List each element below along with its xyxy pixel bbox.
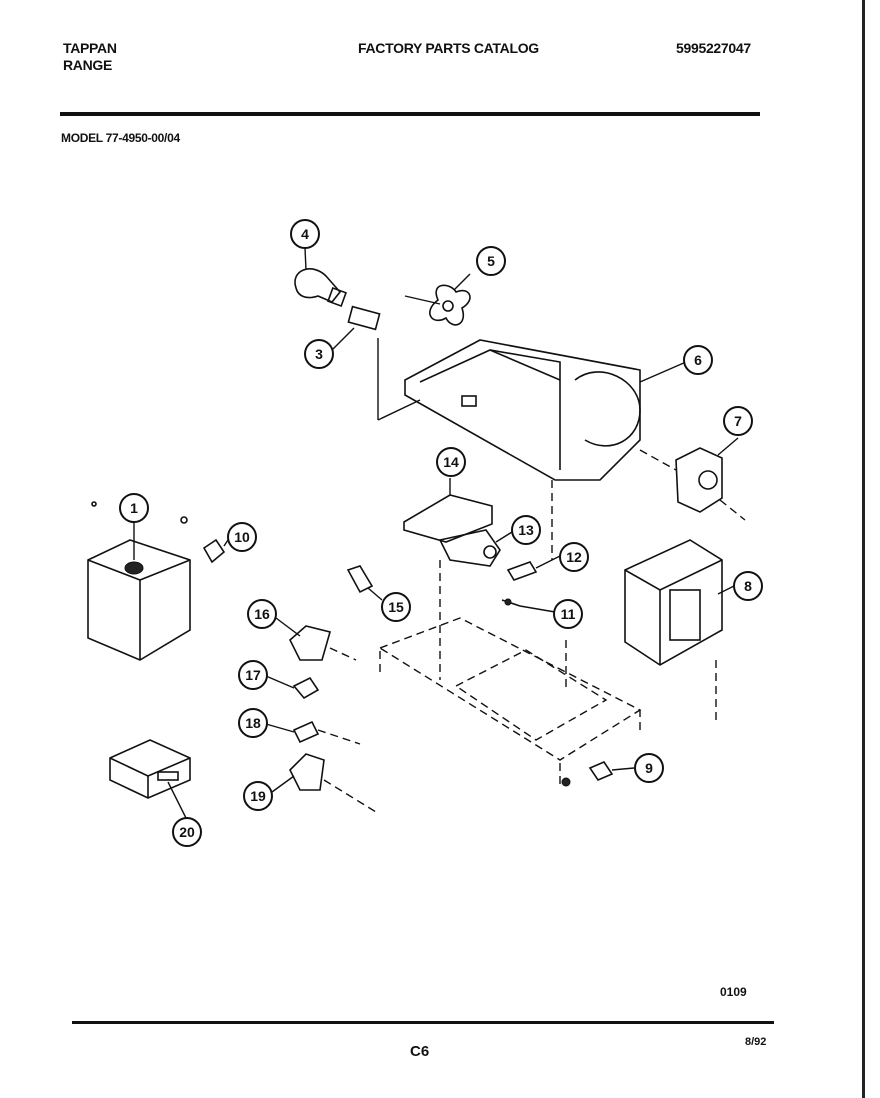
callout-15-label: 15 <box>388 599 404 615</box>
callout-14: 14 <box>436 447 466 477</box>
part-8-transformer <box>624 539 735 720</box>
part-3-socket <box>331 305 421 421</box>
callout-3: 3 <box>304 339 334 369</box>
callout-13: 13 <box>511 515 541 545</box>
callout-16-label: 16 <box>254 606 270 622</box>
header-rule <box>60 112 760 116</box>
callout-11: 11 <box>553 599 583 629</box>
callout-10-label: 10 <box>234 529 250 545</box>
part-19-switch <box>271 753 377 813</box>
catalog-date: 8/92 <box>745 1036 767 1048</box>
part-12-diode <box>506 555 561 581</box>
footer-rule <box>72 1021 774 1024</box>
part-1-magnetron <box>87 501 191 661</box>
part-10-thermal-clip <box>202 538 229 564</box>
brand-line-2: RANGE <box>63 57 113 73</box>
callout-8: 8 <box>733 571 763 601</box>
callout-7-label: 7 <box>734 413 742 429</box>
callout-9-label: 9 <box>645 760 653 776</box>
callout-17-label: 17 <box>245 667 261 683</box>
part-5-fan-blade <box>404 273 471 326</box>
page-code: C6 <box>410 1043 430 1060</box>
model-label: MODEL 77-4950-00/04 <box>61 131 180 145</box>
part-16-switch <box>275 617 357 661</box>
part-9-terminal <box>561 761 635 787</box>
part-17-switch <box>265 675 320 700</box>
part-4-bulb <box>294 247 347 307</box>
part-6-fan-bracket <box>404 339 687 481</box>
brand-line-1: TAPPAN <box>63 40 117 56</box>
callout-14-label: 14 <box>443 454 459 470</box>
base-plate-outline <box>378 480 642 784</box>
part-20-control-module <box>109 739 191 819</box>
callout-11-label: 11 <box>561 606 576 622</box>
callout-5-label: 5 <box>487 253 495 269</box>
catalog-title: FACTORY PARTS CATALOG <box>358 40 539 56</box>
callout-4: 4 <box>290 219 320 249</box>
brand-label: TAPPAN RANGE <box>63 40 117 74</box>
callout-5: 5 <box>476 246 506 276</box>
callout-16: 16 <box>247 599 277 629</box>
callout-8-label: 8 <box>744 578 752 594</box>
callout-3-label: 3 <box>315 346 323 362</box>
part-14-capacitor-bracket <box>403 478 493 543</box>
callout-7: 7 <box>723 406 753 436</box>
callout-9: 9 <box>634 753 664 783</box>
callout-4-label: 4 <box>301 226 309 242</box>
callout-20-label: 20 <box>179 824 195 840</box>
catalog-number: 5995227047 <box>676 40 751 56</box>
callout-1: 1 <box>119 493 149 523</box>
callout-1-label: 1 <box>130 500 138 516</box>
part-7-fan-motor <box>639 437 746 521</box>
callout-19-label: 19 <box>250 788 266 804</box>
part-13-capacitor <box>438 529 513 567</box>
part-18-switch <box>265 720 361 745</box>
callout-17: 17 <box>238 660 268 690</box>
page-edge <box>862 0 865 1098</box>
callout-10: 10 <box>227 522 257 552</box>
callout-6-label: 6 <box>694 352 702 368</box>
callout-6: 6 <box>683 345 713 375</box>
callout-18-label: 18 <box>245 715 261 731</box>
callout-12-label: 12 <box>566 549 582 565</box>
callout-20: 20 <box>172 817 202 847</box>
callout-18: 18 <box>238 708 268 738</box>
callout-19: 19 <box>243 781 273 811</box>
callout-13-label: 13 <box>518 522 534 538</box>
part-15-clip <box>346 565 383 601</box>
callout-12: 12 <box>559 542 589 572</box>
callout-15: 15 <box>381 592 411 622</box>
part-11-screw <box>501 598 556 613</box>
reference-code: 0109 <box>720 985 747 999</box>
